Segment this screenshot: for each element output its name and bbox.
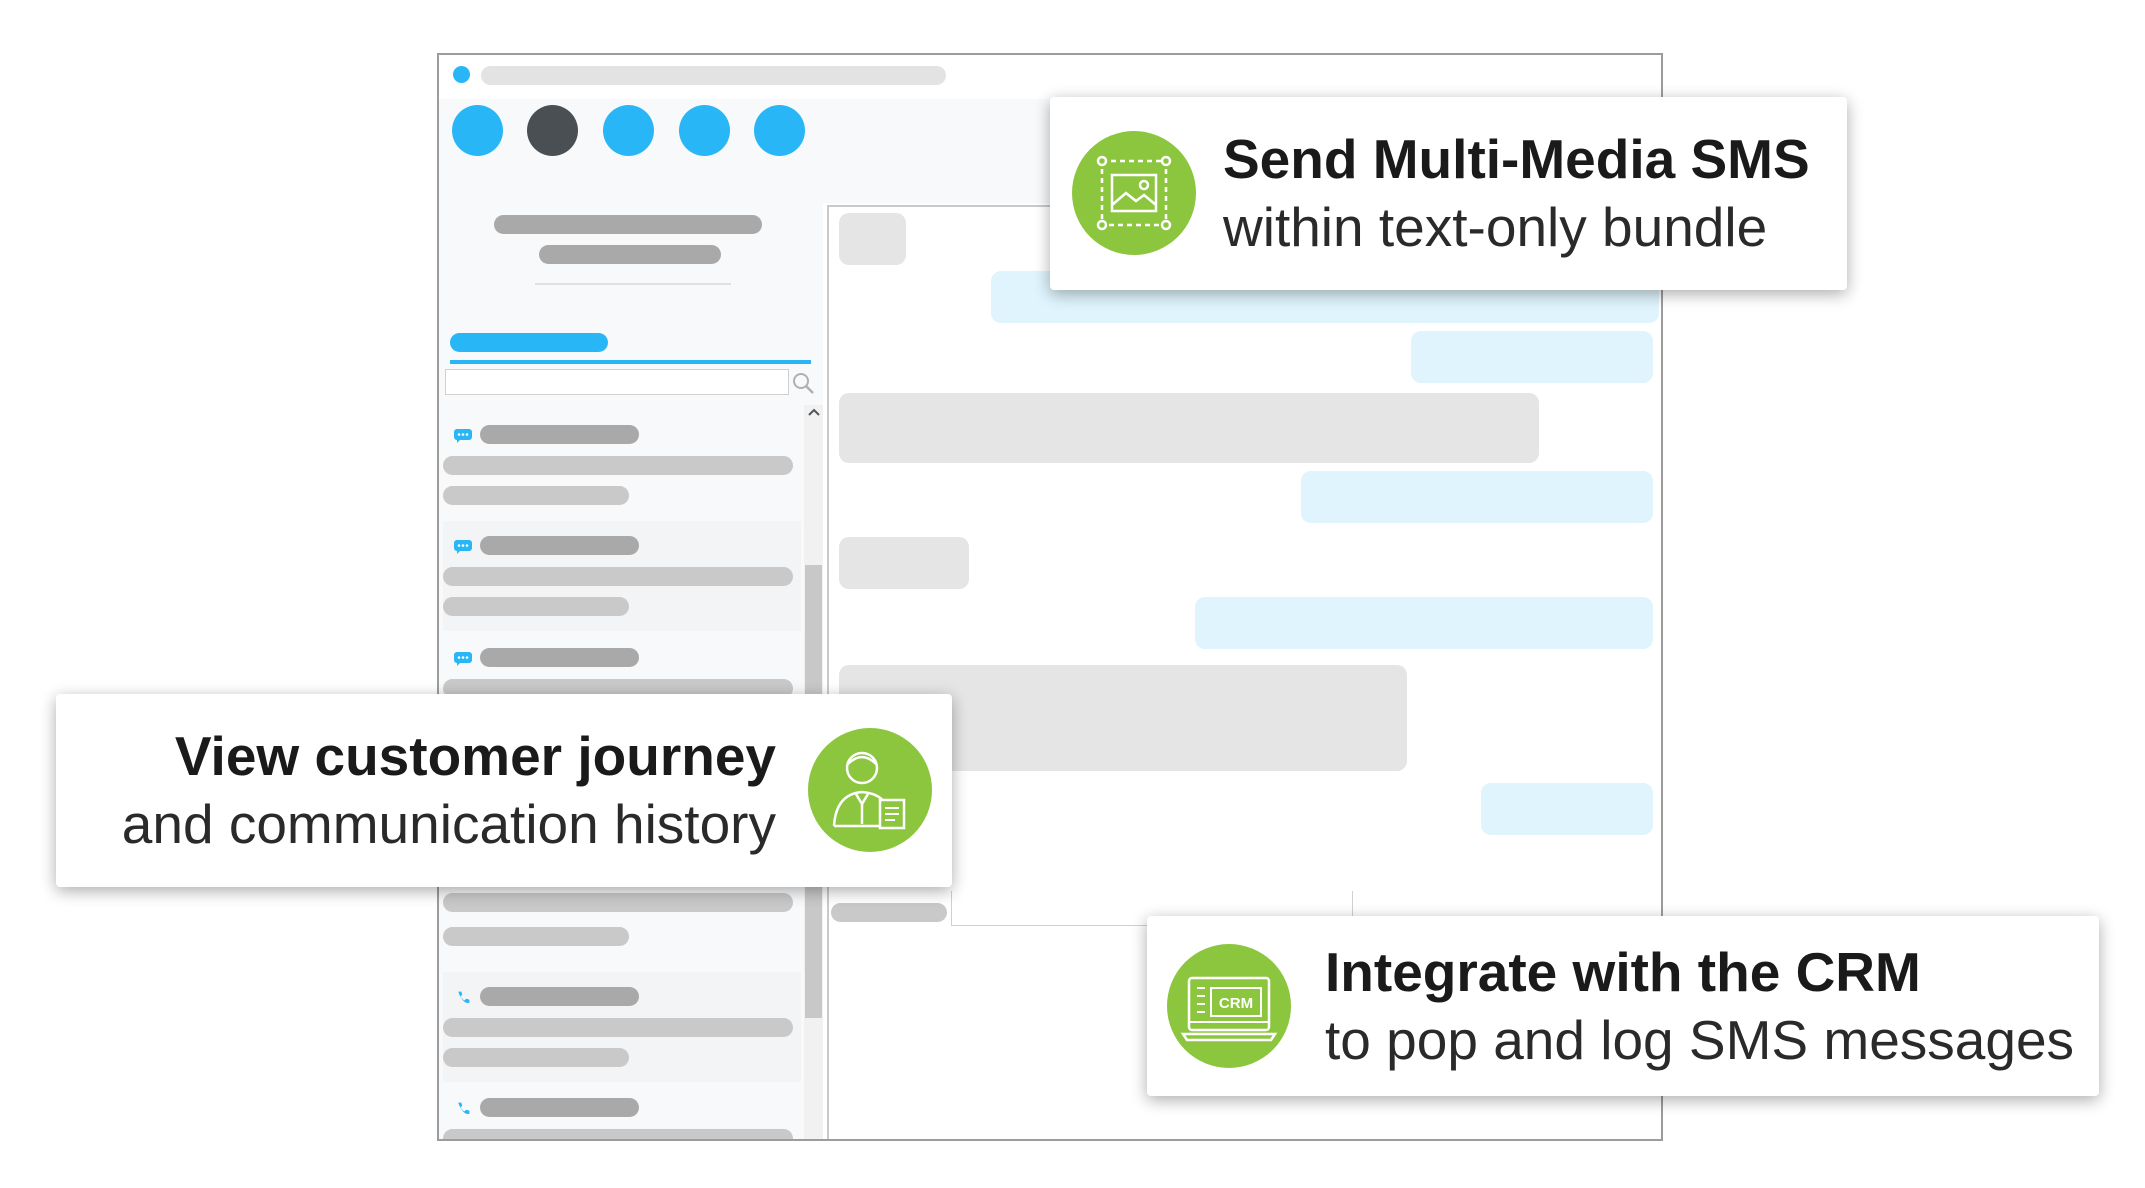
header-divider [535, 283, 731, 285]
image-frame-icon [1072, 131, 1196, 255]
crm-icon-label: CRM [1219, 995, 1253, 1012]
list-item[interactable] [443, 1083, 801, 1139]
callout-mms-title: Send Multi-Media SMS [1223, 128, 1810, 190]
callout-crm: CRM Integrate with the CRM to pop and lo… [1147, 916, 2099, 1096]
callout-mms: Send Multi-Media SMS within text-only bu… [1050, 97, 1847, 290]
message-incoming [839, 537, 969, 589]
callout-journey: View customer journey and communication … [56, 694, 952, 887]
contact-number-placeholder [539, 245, 721, 264]
callout-journey-title: View customer journey [174, 725, 776, 787]
list-item[interactable] [443, 972, 801, 1082]
nav-button-4[interactable] [679, 105, 730, 156]
crm-monitor-icon: CRM [1167, 944, 1291, 1068]
nav-button-5[interactable] [754, 105, 805, 156]
tab-underline [450, 360, 811, 364]
tab-active[interactable] [450, 333, 608, 352]
message-outgoing [1481, 783, 1653, 835]
search-icon[interactable] [791, 371, 815, 395]
list-item[interactable] [443, 893, 801, 973]
chat-bubble-icon [454, 652, 472, 666]
message-outgoing [1301, 471, 1653, 523]
callout-mms-subtitle: within text-only bundle [1223, 196, 1768, 258]
nav-button-2[interactable] [527, 105, 578, 156]
window-title-placeholder [481, 66, 946, 85]
list-item[interactable] [443, 633, 801, 743]
callout-crm-subtitle: to pop and log SMS messages [1325, 1009, 2075, 1071]
list-item[interactable] [443, 521, 801, 631]
message-outgoing [1411, 331, 1653, 383]
message-incoming [839, 393, 1539, 463]
list-item[interactable] [443, 410, 801, 520]
scroll-up-icon[interactable] [806, 405, 822, 419]
composer-placeholder[interactable] [831, 903, 947, 922]
message-outgoing [1195, 597, 1653, 649]
search-input[interactable] [445, 369, 789, 395]
phone-icon [458, 991, 470, 1003]
contact-name-placeholder [494, 215, 762, 234]
message-incoming [839, 213, 906, 265]
customer-profile-icon [808, 728, 932, 852]
window-status-dot [453, 66, 470, 83]
chat-bubble-icon [454, 540, 472, 554]
callout-crm-title: Integrate with the CRM [1325, 941, 1921, 1003]
nav-button-1[interactable] [452, 105, 503, 156]
chat-bubble-icon [454, 429, 472, 443]
phone-icon [458, 1102, 470, 1114]
nav-button-3[interactable] [603, 105, 654, 156]
callout-journey-subtitle: and communication history [121, 793, 776, 855]
